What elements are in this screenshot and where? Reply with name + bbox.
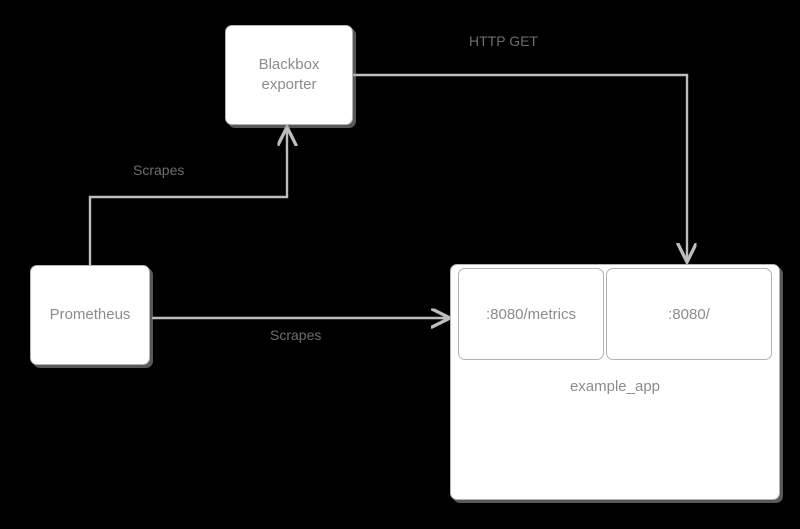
node-endpoint-root[interactable]: :8080/ bbox=[606, 268, 772, 360]
edge-blackbox-to-app-root bbox=[353, 73, 687, 262]
node-endpoint-metrics[interactable]: :8080/metrics bbox=[458, 268, 604, 360]
edge-prometheus-to-blackbox bbox=[88, 127, 287, 265]
node-blackbox-exporter-label: Blackbox exporter bbox=[258, 55, 320, 93]
edge-label-scrapes-blackbox: Scrapes bbox=[133, 162, 185, 178]
node-example-app-label: example_app bbox=[569, 378, 661, 395]
node-blackbox-exporter[interactable]: Blackbox exporter bbox=[225, 25, 353, 125]
node-endpoint-root-label: :8080/ bbox=[668, 305, 710, 323]
edge-label-scrapes-metrics: Scrapes bbox=[270, 327, 322, 343]
node-prometheus-label: Prometheus bbox=[49, 305, 131, 323]
edge-label-http-get: HTTP GET bbox=[469, 33, 538, 49]
node-prometheus[interactable]: Prometheus bbox=[30, 265, 150, 365]
node-endpoint-metrics-label: :8080/metrics bbox=[485, 305, 577, 323]
